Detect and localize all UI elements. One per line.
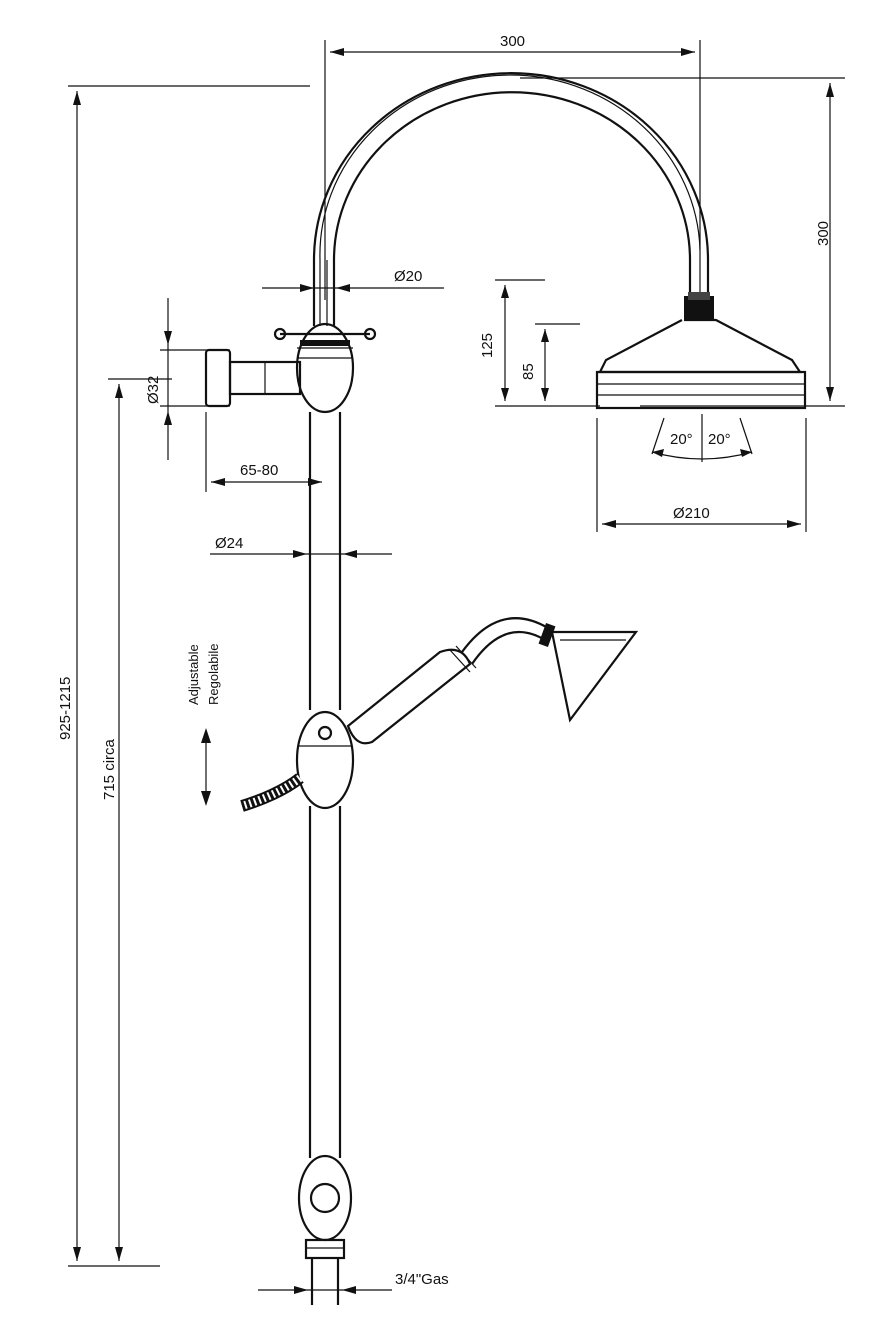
label-head-diameter: Ø210 xyxy=(673,505,710,522)
dimension-lines xyxy=(68,40,845,1294)
label-head-height-total: 125 xyxy=(479,333,496,358)
wall-bracket xyxy=(204,348,302,408)
shower-arm xyxy=(312,72,710,326)
label-arm-diameter: Ø20 xyxy=(394,268,422,285)
bottom-inlet xyxy=(297,1154,353,1305)
label-wall-bracket-distance: 65-80 xyxy=(240,462,278,479)
label-regolabile: Regolabile xyxy=(206,644,221,705)
riser-pipe xyxy=(308,412,342,1158)
dimension-labels: 300 300 Ø20 125 85 20° 20° Ø210 Ø32 65-8… xyxy=(57,33,832,1288)
label-head-height-body: 85 xyxy=(520,363,537,380)
label-inlet-thread: 3/4"Gas xyxy=(395,1271,449,1288)
shower-head xyxy=(595,292,807,462)
hand-shower xyxy=(240,617,639,812)
label-overall-height: 925-1215 xyxy=(57,677,74,740)
label-arm-reach: 300 xyxy=(500,33,525,50)
label-adjustable: Adjustable xyxy=(186,644,201,705)
label-head-angle-right: 20° xyxy=(708,431,731,448)
diverter-valve xyxy=(273,322,377,414)
label-head-angle-left: 20° xyxy=(670,431,693,448)
label-riser-diameter: Ø24 xyxy=(215,535,243,552)
label-arm-height: 300 xyxy=(815,221,832,246)
label-inlet-height: 715 circa xyxy=(101,738,118,800)
label-wall-bracket-diameter: Ø32 xyxy=(145,376,162,404)
